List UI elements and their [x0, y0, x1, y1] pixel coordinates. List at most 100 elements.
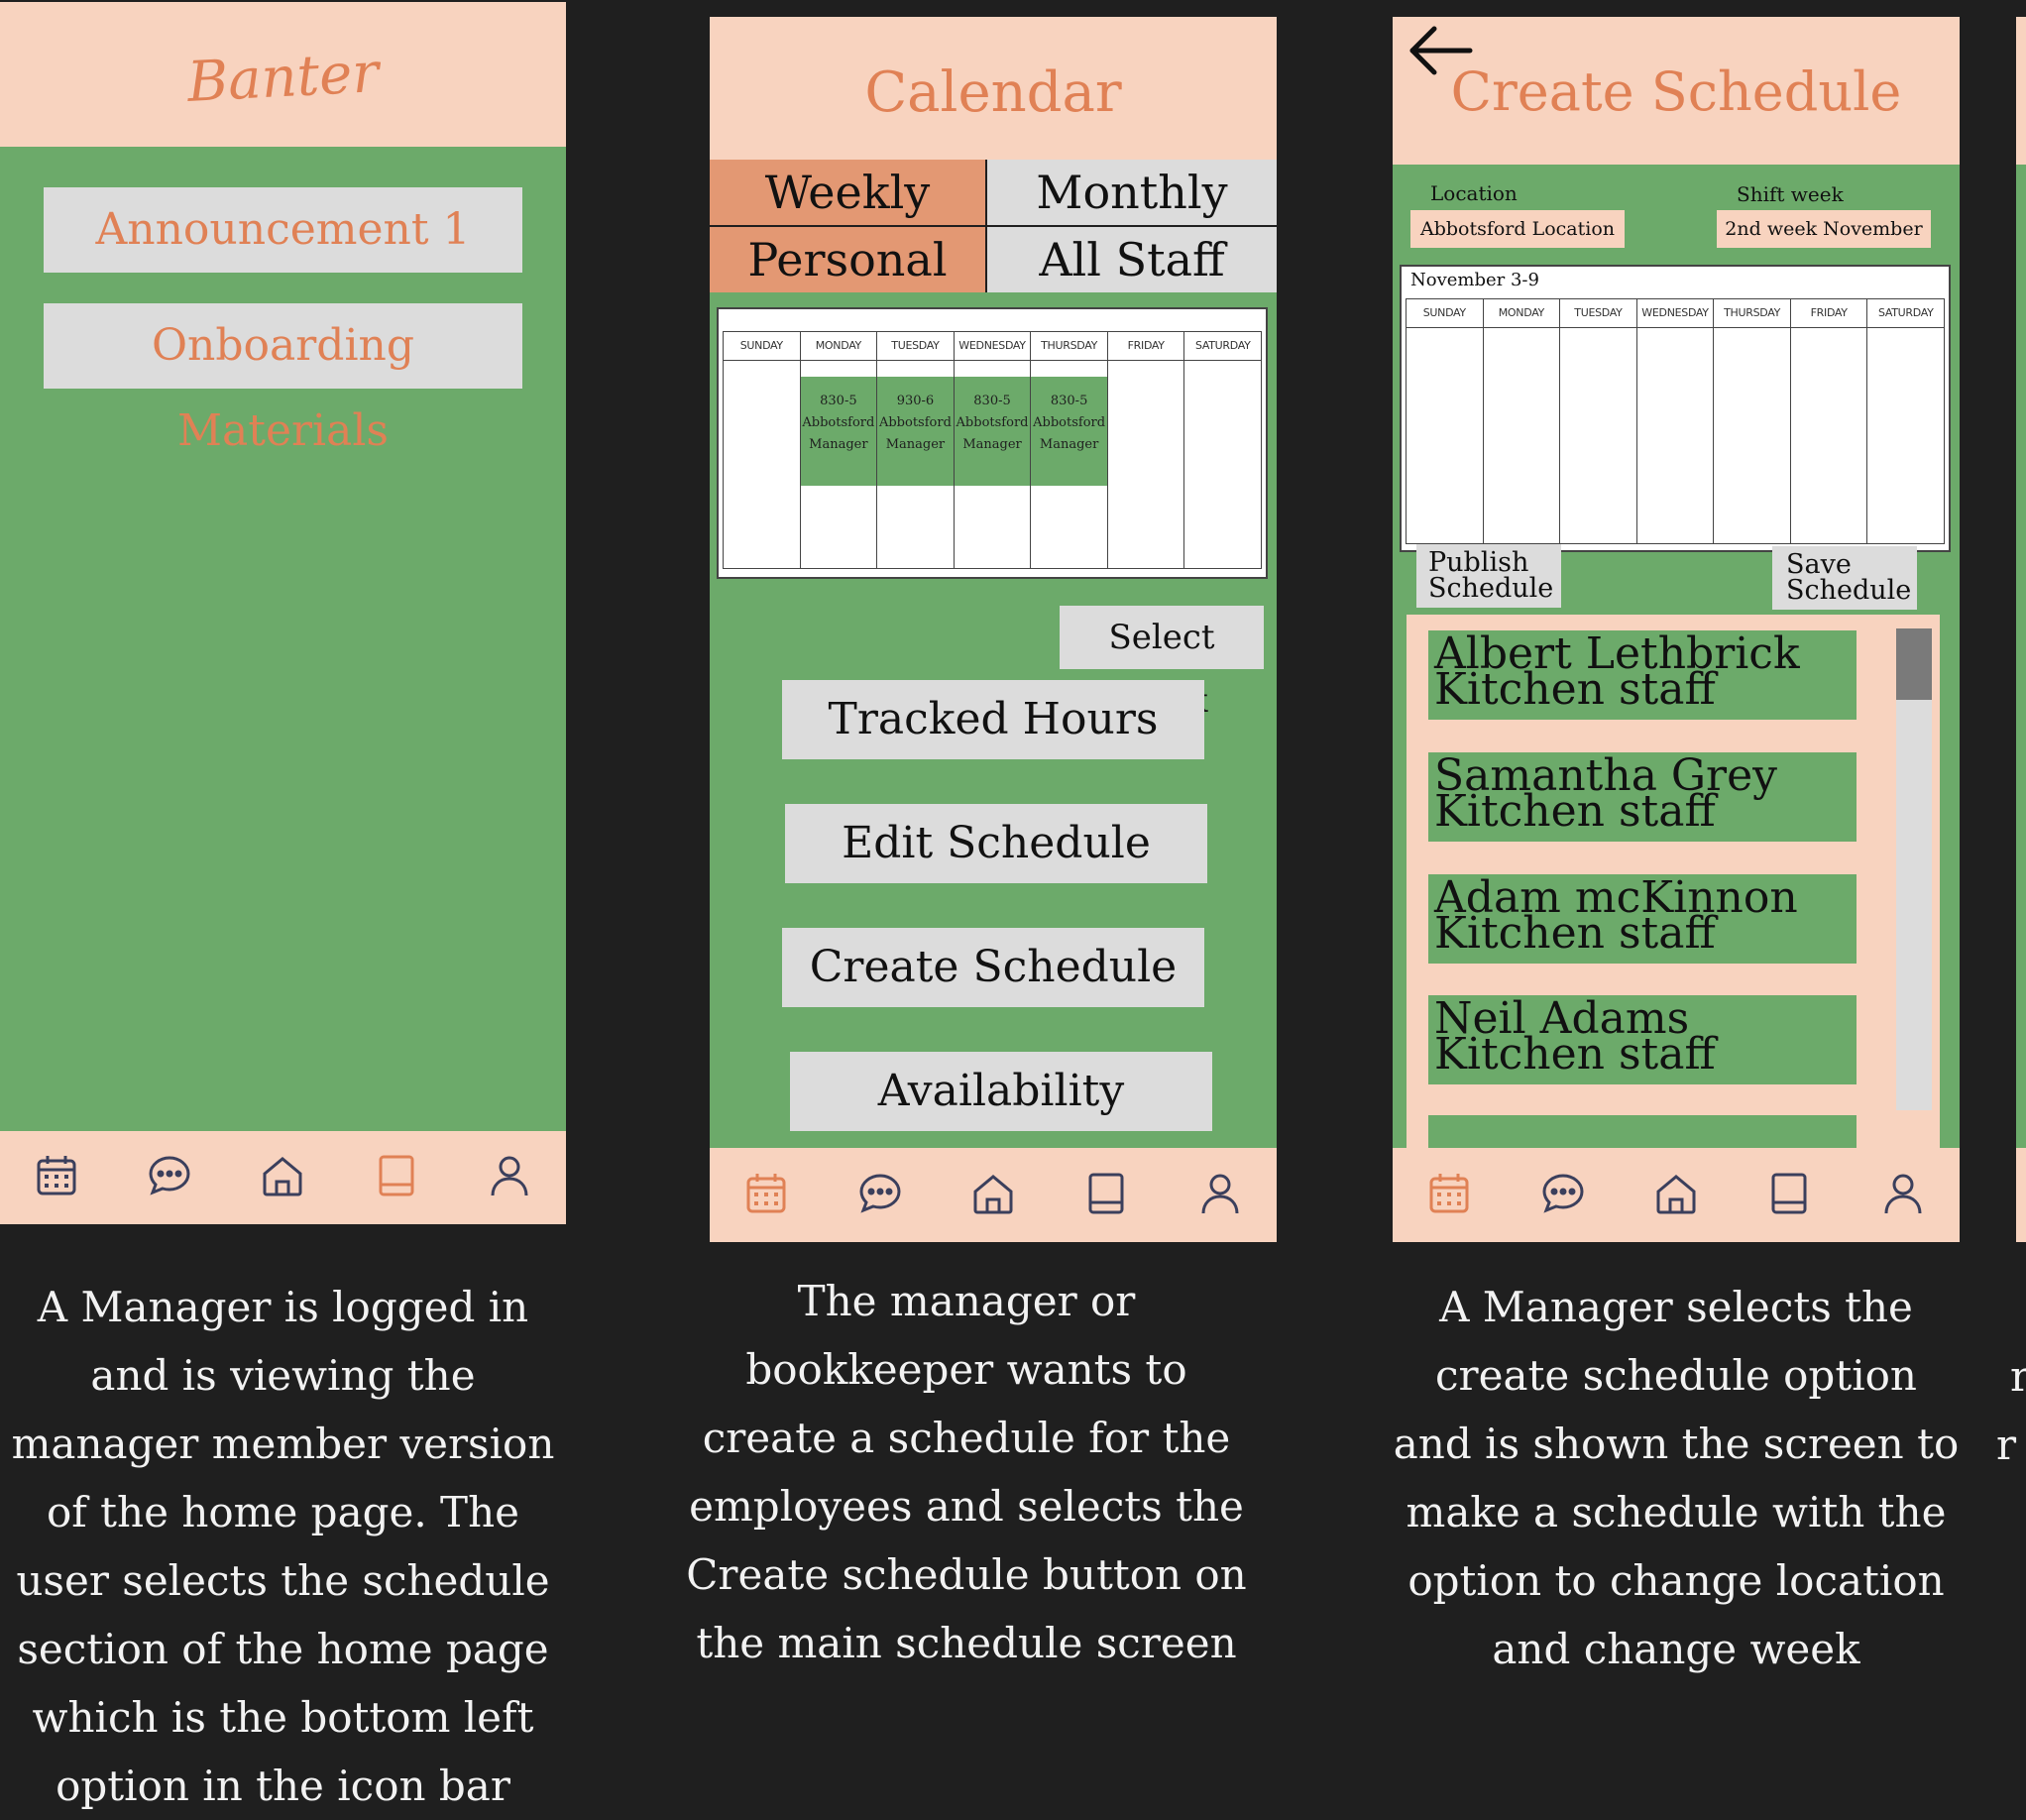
calendar-icon[interactable]: [742, 1170, 790, 1221]
day-column-sunday[interactable]: SUNDAY: [1407, 299, 1483, 543]
list-item[interactable]: Neil Adams Kitchen staff: [1428, 995, 1857, 1084]
personal-toggle[interactable]: Personal: [710, 227, 985, 292]
day-column-sunday[interactable]: SUNDAY: [724, 332, 800, 568]
day-header: SUNDAY: [1407, 299, 1483, 328]
create-schedule-button[interactable]: Create Schedule: [782, 928, 1204, 1007]
employee-name: Albert Lethbrick: [1434, 628, 1800, 679]
next-caption-fragment: r r: [1996, 1342, 2026, 1479]
calendar-header: Calendar: [710, 17, 1277, 160]
availability-button[interactable]: Availability: [790, 1052, 1212, 1131]
chat-icon[interactable]: [1539, 1170, 1587, 1221]
next-screen-navbar-edge: [2016, 1148, 2026, 1242]
book-icon[interactable]: [1082, 1170, 1130, 1221]
save-schedule-label: Save Schedule: [1786, 549, 1912, 606]
calendar-caption: The manager or bookkeeper wants to creat…: [686, 1277, 1247, 1667]
profile-icon[interactable]: [486, 1152, 533, 1203]
weekly-toggle[interactable]: Weekly: [710, 160, 985, 225]
list-scrollbar-track[interactable]: [1896, 628, 1932, 1110]
list-item[interactable]: Samantha Grey Kitchen staff: [1428, 752, 1857, 842]
shift-role: Manager: [1039, 437, 1099, 452]
day-header: WEDNESDAY: [954, 332, 1031, 361]
day-column-friday[interactable]: FRIDAY: [1106, 332, 1184, 568]
day-column-saturday[interactable]: SATURDAY: [1183, 332, 1262, 568]
home-icon[interactable]: [969, 1170, 1017, 1221]
back-arrow-icon[interactable]: [1405, 21, 1476, 80]
book-icon[interactable]: [373, 1152, 420, 1203]
icon-bar: [0, 1131, 566, 1224]
publish-schedule-button[interactable]: Publish Schedule: [1416, 544, 1561, 608]
day-header: THURSDAY: [1031, 332, 1107, 361]
create-schedule-screen: Create Schedule Location Abbotsford Loca…: [1393, 17, 1960, 1242]
list-item[interactable]: Adam mcKinnon Kitchen staff: [1428, 874, 1857, 964]
day-column-tuesday[interactable]: TUESDAY: [1559, 299, 1636, 543]
day-header: MONDAY: [800, 332, 877, 361]
select-week-button[interactable]: Select Week: [1060, 606, 1264, 721]
home-icon[interactable]: [259, 1152, 306, 1203]
list-scrollbar-thumb[interactable]: [1896, 628, 1932, 700]
shift-time: 830-5: [973, 394, 1011, 408]
list-item-partial[interactable]: [1428, 1115, 1857, 1152]
day-column-wednesday[interactable]: WEDNESDAY: [1635, 299, 1714, 543]
day-column-saturday[interactable]: SATURDAY: [1866, 299, 1945, 543]
profile-icon[interactable]: [1196, 1170, 1244, 1221]
toggle-divider-vertical: [985, 160, 987, 292]
next-caption-char: r: [1996, 1421, 2017, 1469]
day-column-monday[interactable]: MONDAY: [1482, 299, 1560, 543]
app-title: Banter: [185, 40, 381, 116]
profile-icon[interactable]: [1879, 1170, 1927, 1221]
day-header: TUESDAY: [877, 332, 954, 361]
next-screen-edge: [2016, 17, 2026, 1242]
employee-name: Adam mcKinnon: [1434, 872, 1798, 923]
all-staff-toggle[interactable]: All Staff: [987, 227, 1277, 292]
home-icon[interactable]: [1652, 1170, 1700, 1221]
create-schedule-header: Create Schedule: [1393, 17, 1960, 165]
employee-role: Kitchen staff: [1434, 1029, 1716, 1080]
calendar-icon[interactable]: [33, 1152, 80, 1203]
save-schedule-button[interactable]: Save Schedule: [1772, 546, 1917, 610]
onboarding-materials-button[interactable]: Onboarding Materials: [44, 303, 522, 456]
day-header: SATURDAY: [1867, 299, 1945, 328]
shift-role: Manager: [885, 437, 946, 452]
edit-schedule-button[interactable]: Edit Schedule: [785, 804, 1207, 883]
list-item[interactable]: Albert Lethbrick Kitchen staff: [1428, 630, 1857, 720]
location-field[interactable]: Abbotsford Location: [1410, 210, 1625, 248]
employee-role: Kitchen staff: [1434, 664, 1716, 715]
calendar-icon[interactable]: [1425, 1170, 1473, 1221]
toggle-divider: [710, 225, 1277, 227]
next-screen-header-edge: [2016, 17, 2026, 165]
shift-time: 830-5: [1050, 394, 1088, 408]
day-column-thursday[interactable]: THURSDAY: [1713, 299, 1790, 543]
shift-week-field[interactable]: 2nd week November: [1717, 210, 1931, 248]
day-header: THURSDAY: [1714, 299, 1790, 328]
create-schedule-title: Create Schedule: [1450, 60, 1902, 123]
day-header: WEDNESDAY: [1636, 299, 1714, 328]
shift-time: 930-6: [896, 394, 935, 408]
employee-list[interactable]: Albert Lethbrick Kitchen staff Samantha …: [1407, 615, 1940, 1152]
day-header: SUNDAY: [724, 332, 800, 361]
announcement-button[interactable]: Announcement 1: [44, 187, 522, 273]
day-column-friday[interactable]: FRIDAY: [1789, 299, 1867, 543]
day-header: MONDAY: [1483, 299, 1560, 328]
day-header: TUESDAY: [1560, 299, 1636, 328]
book-icon[interactable]: [1765, 1170, 1813, 1221]
shift-week-label: Shift week: [1737, 182, 1844, 206]
icon-bar: [1393, 1148, 1960, 1242]
chat-icon[interactable]: [856, 1170, 904, 1221]
monthly-toggle[interactable]: Monthly: [987, 160, 1277, 225]
publish-schedule-label: Publish Schedule: [1428, 547, 1554, 604]
chat-icon[interactable]: [146, 1152, 193, 1203]
shift-location: Abbotsford: [802, 415, 875, 430]
employee-name: Neil Adams: [1434, 993, 1690, 1044]
tracked-hours-button[interactable]: Tracked Hours: [782, 680, 1204, 759]
